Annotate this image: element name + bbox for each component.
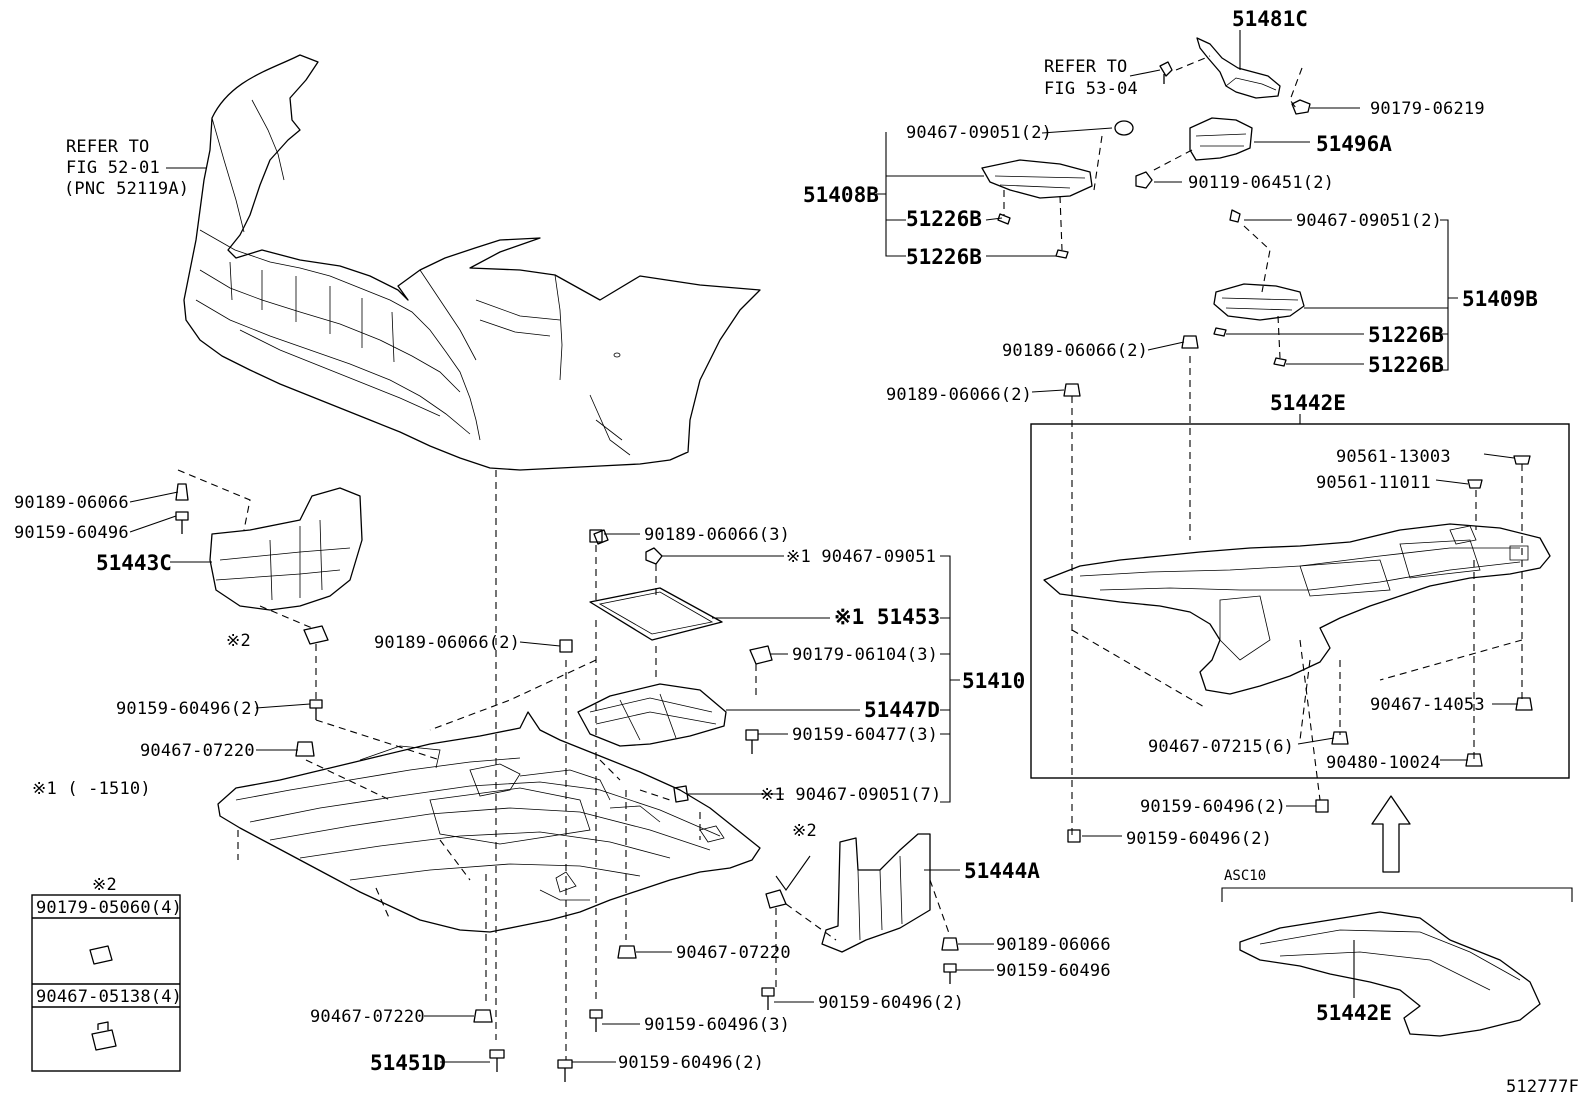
label-51444A: 51444A <box>964 859 1040 883</box>
label-51226B-a: 51226B <box>906 207 982 231</box>
label-51442E-bottom: 51442E <box>1316 1001 1392 1025</box>
bracket-51481C <box>1159 30 1311 115</box>
label-90179-06104-3: 90179-06104(3) <box>792 645 938 665</box>
label-51226B-b: 51226B <box>906 245 982 269</box>
legend-box <box>31 894 181 1072</box>
label-90119-06451-2: 90119-06451(2) <box>1188 173 1334 193</box>
label-90159-60496-left: 90159-60496 <box>14 523 129 543</box>
label-note2-b: ※2 <box>792 821 817 841</box>
part-51444A <box>765 833 959 990</box>
label-90467-09051-star: ※1 90467-09051 <box>786 547 936 567</box>
label-90189-06066-left: 90189-06066 <box>14 493 129 513</box>
legend-row2: 90467-05138(4) <box>36 987 182 1007</box>
label-51409B: 51409B <box>1462 287 1538 311</box>
part-51409B <box>1213 209 1305 367</box>
label-90179-06219: 90179-06219 <box>1370 99 1485 119</box>
ref-fig52-line2: FIG 52-01 <box>66 158 160 178</box>
label-90189-06066-2-b: 90189-06066(2) <box>886 385 1032 405</box>
label-51443C: 51443C <box>96 551 172 575</box>
engine-under-cover-51410 <box>217 711 761 933</box>
label-90159-60496-2-r1: 90159-60496(2) <box>1140 797 1286 817</box>
legend-title: ※2 <box>92 875 117 895</box>
label-90159-60496-3: 90159-60496(3) <box>644 1015 790 1035</box>
part-51496A <box>1135 117 1253 189</box>
label-90159-60496-2-r2: 90159-60496(2) <box>1126 829 1272 849</box>
part-51443C <box>175 469 363 757</box>
label-51481C: 51481C <box>1232 7 1308 31</box>
label-90189-06066-2-a: 90189-06066(2) <box>1002 341 1148 361</box>
label-90480-10024: 90480-10024 <box>1326 753 1441 773</box>
label-90189-06066-2-mid: 90189-06066(2) <box>374 633 520 653</box>
label-90159-60477-3: 90159-60477(3) <box>792 725 938 745</box>
label-90159-60496-2-bot: 90159-60496(2) <box>618 1053 764 1073</box>
assembly-lines <box>237 470 775 1082</box>
label-note1: ※1 ( -1510) <box>32 779 151 799</box>
label-90467-07220-left: 90467-07220 <box>140 741 255 761</box>
label-asc10: ASC10 <box>1224 868 1266 884</box>
label-90159-60496-r: 90159-60496 <box>996 961 1111 981</box>
legend-row1: 90179-05060(4) <box>36 898 182 918</box>
front-bumper-cover <box>183 54 761 471</box>
label-51453: ※1 51453 <box>834 605 940 629</box>
clip-nut-icon <box>89 945 113 965</box>
label-90467-09051-7: ※1 90467-09051(7) <box>760 785 941 805</box>
ref-fig52-line1: REFER TO <box>66 137 149 157</box>
part-51408B <box>981 120 1134 259</box>
label-51410: 51410 <box>962 669 1025 693</box>
label-51442E-top: 51442E <box>1270 391 1346 415</box>
label-51408B: 51408B <box>803 183 879 207</box>
label-90467-07215-6: 90467-07215(6) <box>1148 737 1294 757</box>
label-90467-14053: 90467-14053 <box>1370 695 1485 715</box>
text-labels: REFER TO FIG 52-01 (PNC 52119A) REFER TO… <box>14 7 1579 1097</box>
label-90189-06066-r: 90189-06066 <box>996 935 1111 955</box>
label-51496A: 51496A <box>1316 132 1392 156</box>
clip-nut-icon <box>91 1021 117 1051</box>
ref-fig52-line3: (PNC 52119A) <box>64 179 189 199</box>
asc10-variant <box>1221 795 1573 1037</box>
label-90159-60496-2-left: 90159-60496(2) <box>116 699 262 719</box>
ref-fig53-line2: FIG 53-04 <box>1044 79 1138 99</box>
label-51451D: 51451D <box>370 1051 446 1075</box>
leader-lines <box>129 69 1518 1063</box>
label-90467-09051-2-right: 90467-09051(2) <box>1296 211 1442 231</box>
part-51453 <box>589 529 723 641</box>
label-90189-06066-3: 90189-06066(3) <box>644 525 790 545</box>
label-51226B-c: 51226B <box>1368 323 1444 347</box>
label-90561-13003: 90561-13003 <box>1336 447 1451 467</box>
label-90561-11011: 90561-11011 <box>1316 473 1431 493</box>
label-90467-07220-mid: 90467-07220 <box>676 943 791 963</box>
label-90467-07220-low: 90467-07220 <box>310 1007 425 1027</box>
figure-code: 512777F <box>1506 1077 1579 1097</box>
label-51447D: 51447D <box>864 698 940 722</box>
part-51447D <box>577 645 773 754</box>
label-90467-09051-2-top: 90467-09051(2) <box>906 123 1052 143</box>
label-note2-a: ※2 <box>226 631 251 651</box>
up-arrow-icon <box>1371 795 1411 873</box>
ref-fig53-line1: REFER TO <box>1044 57 1127 77</box>
label-90159-60496-2-mid: 90159-60496(2) <box>818 993 964 1013</box>
label-51226B-d: 51226B <box>1368 353 1444 377</box>
